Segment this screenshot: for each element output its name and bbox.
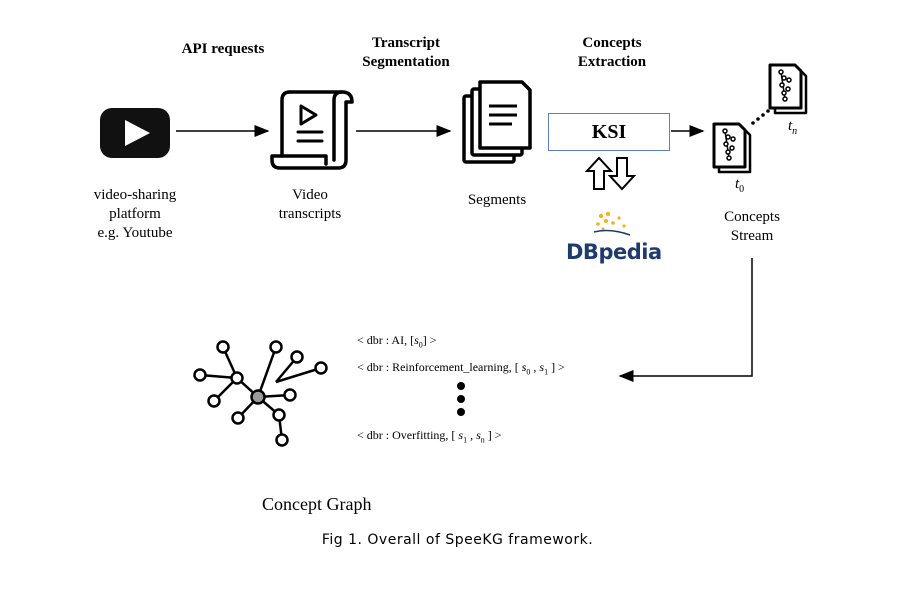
triple-rl-s1-sub: 1 [544,367,549,377]
stage-transcript-line1: Transcript [371,35,441,51]
youtube-icon [100,108,170,158]
triple-ai-s-sub: 0 [418,340,423,350]
triple-rl-prefix: < dbr : Reinforcement_learning, [ [357,360,519,374]
triple-ai-prefix: < dbr : AI, [ [357,333,415,347]
tn-subscript: n [792,126,798,137]
triple-of-sep: , [467,428,474,442]
label-transcripts-line2: transcripts [278,206,342,222]
dbpedia-logo-text: DBpedia [566,240,662,264]
stage-transcript-segmentation: Transcript Segmentation [346,34,466,72]
concept-graph-title: Concept Graph [262,494,372,514]
triple-rl-suffix: ] > [548,360,565,374]
label-stream-line2: Stream [730,228,774,244]
figure-caption: Fig 1. Overall of SpeeKG framework. [321,532,594,548]
triple-rl-s0-sub: 0 [526,367,531,377]
stage-concepts-extraction: Concepts Extraction [555,34,669,72]
tn-letter: t [788,118,793,134]
label-platform-line1: video-sharing [93,187,177,203]
triple-ai-s: s [414,333,419,347]
label-concepts-stream: Concepts Stream [706,208,798,246]
triple-rl-s1: s [539,360,545,374]
stage-api-requests: API requests [181,41,265,57]
triple-of-sn: s [476,428,481,442]
stream-dots [751,109,770,125]
triple-overfitting: < dbr : Overfitting, [ s1 , sn ] > [357,428,502,444]
concept-document-tn-icon [768,63,808,115]
triple-of-s1: s [458,428,464,442]
label-segments: Segments [467,192,527,208]
triple-rl-s0: s [521,360,527,374]
triple-ai-suffix: ] > [422,333,437,347]
concept-document-t0-icon [712,122,752,174]
label-platform: video-sharing platform e.g. Youtube [74,186,196,243]
arrow-stream-to-graph [618,258,753,382]
dbpedia-logo-icon [593,211,631,236]
stage-transcript-line2: Segmentation [362,54,450,70]
label-t0: t0 [735,176,744,195]
label-platform-line3: e.g. Youtube [97,225,173,241]
transcript-scroll-icon [270,90,354,170]
triple-of-sn-sub: n [480,435,485,445]
label-stream-line1: Concepts [724,209,780,225]
triple-ai: < dbr : AI, [s0] > [357,333,437,349]
label-transcripts-line1: Video [292,187,328,203]
exchange-arrows-icon [584,156,637,191]
triple-reinforcement-learning: < dbr : Reinforcement_learning, [ s0 , s… [357,360,565,376]
ksi-box: KSI [548,113,670,151]
label-platform-line2: platform [109,206,161,222]
stage-concepts-line1: Concepts [582,35,642,51]
triple-rl-sep: , [530,360,537,374]
triple-of-s1-sub: 1 [463,435,468,445]
segments-documents-icon [462,80,532,164]
concept-graph-icon [193,340,328,447]
stage-concepts-line2: Extraction [577,54,647,70]
t0-subscript: 0 [739,184,745,195]
label-video-transcripts: Video transcripts [262,186,358,224]
triple-of-suffix: ] > [484,428,502,442]
triple-of-prefix: < dbr : Overfitting, [ [357,428,456,442]
t0-letter: t [735,176,740,192]
ellipsis-dots [457,382,465,416]
label-tn: tn [788,118,797,137]
